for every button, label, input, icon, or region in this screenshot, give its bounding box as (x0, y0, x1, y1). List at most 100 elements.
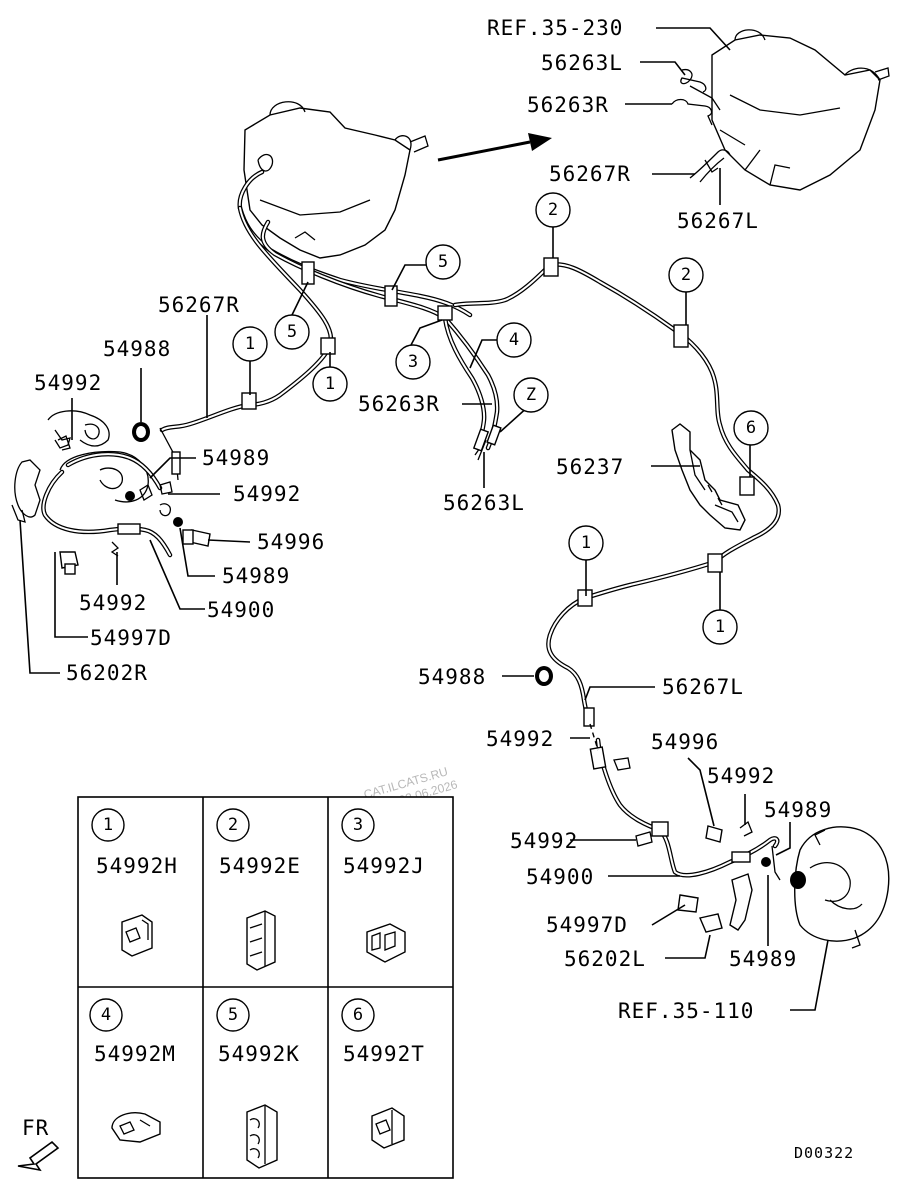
callout-6[interactable]: 6 (733, 410, 769, 446)
callout-1-a[interactable]: 1 (232, 326, 268, 362)
master-cylinder-ref-drawing (711, 29, 890, 191)
label-56263R-top[interactable]: 56263R (527, 93, 609, 117)
fitting-56263R-top[interactable] (671, 98, 713, 126)
legend-part-5[interactable]: 54992K (218, 1042, 300, 1066)
label-56202R[interactable]: 56202R (66, 661, 148, 685)
callout-5-a[interactable]: 5 (425, 244, 461, 280)
label-54997D-left[interactable]: 54997D (90, 626, 172, 650)
callout-1-c[interactable]: 1 (568, 525, 604, 561)
label-54992-left-1[interactable]: 54992 (34, 371, 102, 395)
label-54989-right-1[interactable]: 54989 (764, 798, 832, 822)
label-54992-right-1[interactable]: 54992 (486, 727, 554, 751)
label-54900-right[interactable]: 54900 (526, 865, 594, 889)
label-54992-left-3[interactable]: 54992 (79, 591, 147, 615)
direction-arrow (437, 133, 552, 162)
label-56202L[interactable]: 56202L (564, 947, 646, 971)
label-56267R-left[interactable]: 56267R (158, 293, 240, 317)
svg-text:3: 3 (408, 352, 418, 372)
grommet-54988-left[interactable] (132, 422, 150, 442)
label-54989-right-2[interactable]: 54989 (729, 947, 797, 971)
svg-text:1: 1 (715, 617, 725, 637)
callout-z[interactable]: Z (513, 377, 549, 413)
right-caliper-assembly (589, 737, 890, 949)
svg-text:2: 2 (548, 200, 558, 220)
label-54989-left-1[interactable]: 54989 (202, 446, 270, 470)
label-54988-right[interactable]: 54988 (418, 665, 486, 689)
label-54992-right-2[interactable]: 54992 (707, 764, 775, 788)
bolt-54996-left[interactable] (182, 529, 211, 547)
clip-m-icon (111, 1112, 161, 1143)
legend-part-4[interactable]: 54992M (94, 1042, 176, 1066)
label-54992-left-2[interactable]: 54992 (233, 482, 301, 506)
clip-54992-left[interactable] (57, 435, 71, 451)
clip-j-icon (366, 923, 406, 963)
legend-cell-6: 6 54992T (341, 998, 425, 1149)
legend-part-1[interactable]: 54992H (96, 854, 178, 878)
callout-1-d[interactable]: 1 (702, 609, 738, 645)
callout-5-b[interactable]: 5 (274, 314, 310, 350)
svg-text:3: 3 (353, 815, 363, 835)
pipe-clips (241, 257, 755, 607)
bracket-56237[interactable] (671, 423, 746, 531)
fitting-56267-top[interactable] (689, 149, 731, 183)
bolt-54996-right[interactable] (705, 825, 723, 843)
label-54900-left[interactable]: 54900 (207, 598, 275, 622)
washer-54989-right[interactable] (761, 857, 771, 867)
callout-4[interactable]: 4 (496, 322, 532, 358)
svg-text:4: 4 (509, 330, 519, 350)
label-54988-left[interactable]: 54988 (103, 337, 171, 361)
callout-1-b[interactable]: 1 (312, 366, 348, 402)
clip-legend-table: 1 54992H 2 54992E 3 54992J (77, 796, 454, 1179)
svg-text:6: 6 (353, 1005, 363, 1025)
svg-text:FR: FR (22, 1116, 49, 1140)
callout-2-a[interactable]: 2 (535, 192, 571, 228)
label-56237[interactable]: 56237 (556, 455, 624, 479)
callout-2-b[interactable]: 2 (668, 257, 704, 293)
leader-lines (19, 27, 829, 1011)
svg-text:2: 2 (228, 815, 238, 835)
legend-part-6[interactable]: 54992T (343, 1042, 425, 1066)
part-labels: REF.35-230 56263L 56263R 56267R 56267L 5… (34, 16, 832, 1023)
label-54989-left-2[interactable]: 54989 (222, 564, 290, 588)
clip-54992-right[interactable] (613, 757, 753, 847)
legend-cell-1: 1 54992H (91, 808, 178, 957)
front-direction-indicator: FR (17, 1116, 60, 1172)
grommet-54988-right[interactable] (535, 666, 553, 686)
bolt-54997D-left[interactable] (59, 551, 79, 575)
label-56263L-top[interactable]: 56263L (541, 51, 623, 75)
svg-text:2: 2 (681, 265, 691, 285)
clip-e-icon (246, 910, 276, 971)
clip-k-icon (246, 1104, 278, 1169)
label-54996-right[interactable]: 54996 (651, 730, 719, 754)
diagram-code: D00322 (794, 1144, 854, 1162)
label-54996-left[interactable]: 54996 (257, 530, 325, 554)
label-ref-35-110[interactable]: REF.35-110 (618, 999, 754, 1023)
svg-text:1: 1 (325, 374, 335, 394)
svg-text:6: 6 (746, 418, 756, 438)
svg-text:1: 1 (581, 533, 591, 553)
label-56263R-mid[interactable]: 56263R (358, 392, 440, 416)
washer-54989-left[interactable] (125, 491, 183, 527)
label-56267R-top[interactable]: 56267R (549, 162, 631, 186)
legend-cell-3: 3 54992J (341, 808, 425, 963)
svg-text:5: 5 (287, 322, 297, 342)
legend-cell-5: 5 54992K (216, 998, 300, 1169)
callout-3[interactable]: 3 (395, 344, 431, 380)
svg-text:5: 5 (228, 1005, 238, 1025)
label-54992-right-3[interactable]: 54992 (510, 829, 578, 853)
left-caliper-assembly (11, 410, 173, 558)
label-56267L-right[interactable]: 56267L (662, 675, 744, 699)
legend-part-2[interactable]: 54992E (219, 854, 301, 878)
svg-text:1: 1 (103, 815, 113, 835)
svg-text:1: 1 (245, 334, 255, 354)
callouts: 2 2 5 5 1 1 3 4 Z 6 1 1 (232, 192, 769, 645)
label-54997D-right[interactable]: 54997D (546, 913, 628, 937)
label-56263L-mid[interactable]: 56263L (443, 491, 525, 515)
label-ref-35-230[interactable]: REF.35-230 (487, 16, 623, 40)
bolt-54997D-right[interactable] (677, 894, 699, 913)
dashed-hose-link (589, 723, 599, 751)
fitting-56263L-top[interactable] (680, 68, 721, 111)
bracket-56202L[interactable] (699, 913, 723, 933)
label-56267L-top[interactable]: 56267L (677, 209, 759, 233)
legend-part-3[interactable]: 54992J (343, 854, 425, 878)
